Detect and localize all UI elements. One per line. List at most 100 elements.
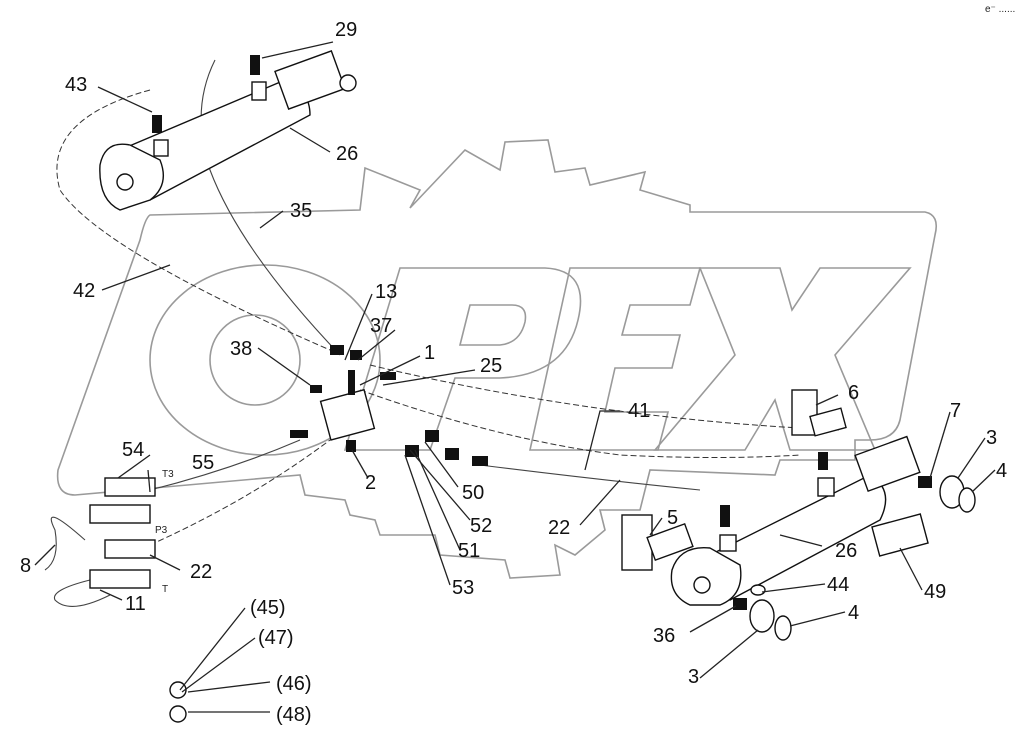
hose-long	[369, 364, 841, 431]
watermark-letter-o	[149, 264, 381, 456]
dust-cap-chain-11	[53, 579, 111, 607]
nut-36	[733, 598, 747, 610]
fitting-1	[348, 370, 355, 395]
hose-22-right	[479, 464, 701, 491]
hose-55	[149, 439, 301, 491]
quick-couplers	[89, 477, 156, 589]
fitting-38	[310, 385, 322, 393]
fitting-13	[330, 345, 344, 355]
callout-26-upper: 26	[336, 143, 358, 165]
valve-block-body	[319, 388, 376, 441]
callout-37: 37	[370, 315, 392, 337]
port-boss-top	[251, 81, 267, 101]
callout-41: 41	[628, 400, 650, 422]
o-ring-48	[169, 705, 187, 723]
callout-22-right: 22	[548, 517, 570, 539]
callout-51: 51	[458, 540, 480, 562]
port-label-t3: T3	[162, 469, 174, 480]
fitting-29	[250, 55, 260, 75]
callout-49: 49	[924, 581, 946, 603]
washer-3b	[749, 599, 775, 633]
leader-lines	[34, 41, 996, 713]
fitting-44	[750, 584, 766, 596]
callout-7: 7	[950, 400, 961, 422]
fitting-37	[350, 350, 362, 360]
callout-13: 13	[375, 281, 397, 303]
callout-2: 2	[365, 472, 376, 494]
coupler-11	[89, 569, 151, 589]
fitting-lower-mid	[720, 505, 730, 527]
callout-38: 38	[230, 338, 252, 360]
callout-43: 43	[65, 74, 87, 96]
cylinder-upper-rod-eye	[274, 50, 346, 110]
dust-cap-chain-8	[44, 516, 86, 571]
fitting-52	[405, 445, 419, 457]
fitting-51	[445, 448, 459, 460]
callout-55: 55	[192, 452, 214, 474]
callout-25: 25	[480, 355, 502, 377]
callout-42: 42	[73, 280, 95, 302]
decal-49	[871, 513, 929, 557]
callout-6: 6	[848, 382, 859, 404]
callout-48: (48)	[276, 704, 312, 726]
cylinder-lower	[621, 389, 976, 641]
callout-labels: 29 43 26 35 42 13 37 38 1 25 6 41 7 3 54…	[20, 4, 1015, 726]
watermark-letter-o-inner	[209, 314, 301, 406]
coupler-p3	[89, 504, 151, 524]
callout-47: (47)	[258, 627, 294, 649]
hose-22-left	[149, 439, 331, 546]
bracket-5	[621, 514, 653, 571]
callout-3-upper: 3	[986, 427, 997, 449]
corner-mark: e⁻ ......	[985, 4, 1015, 15]
cylinder-upper	[99, 50, 357, 211]
nut-7	[918, 476, 932, 488]
gear-outline	[56, 139, 938, 579]
coupler-22	[104, 539, 156, 559]
port-boss-lower-2	[719, 534, 737, 552]
cylinder-lower-clevis	[670, 546, 742, 606]
callout-45: (45)	[250, 597, 286, 619]
fitting-43	[152, 115, 162, 133]
watermark-letter-p	[343, 267, 582, 451]
callout-29: 29	[335, 19, 357, 41]
callout-26-lower: 26	[835, 540, 857, 562]
callout-54: 54	[122, 439, 144, 461]
hose-35	[200, 59, 341, 356]
callout-52: 52	[470, 515, 492, 537]
hose-41	[359, 389, 801, 458]
callout-44: 44	[827, 574, 849, 596]
fitting-lower-top	[818, 452, 828, 470]
clip-4a	[958, 487, 976, 513]
port-boss-lower	[817, 477, 835, 497]
port-label-t: T	[162, 584, 168, 595]
callout-3-lower: 3	[688, 666, 699, 688]
callout-8: 8	[20, 555, 31, 577]
fitting-left	[290, 430, 308, 438]
callout-46: (46)	[276, 673, 312, 695]
callout-50: 50	[462, 482, 484, 504]
callout-11: 11	[125, 593, 146, 615]
callout-36: 36	[653, 625, 675, 647]
callout-4-upper: 4	[996, 460, 1007, 482]
opex-watermark	[56, 139, 938, 579]
clip-4b	[774, 615, 792, 641]
clevis-pin-lower	[693, 576, 711, 594]
coupler-54	[104, 477, 156, 497]
callout-53: 53	[452, 577, 474, 599]
fitting-25	[380, 372, 396, 380]
port-label-p3: P3	[155, 525, 168, 536]
fitting-53	[472, 456, 488, 466]
pin-5	[646, 522, 694, 562]
pin-6	[809, 407, 847, 437]
callout-22-left: 22	[190, 561, 212, 583]
hose-lines	[44, 59, 841, 607]
rod-eye-pin	[339, 74, 357, 92]
valve-block	[290, 345, 488, 466]
callout-5: 5	[667, 507, 678, 529]
callout-4-lower: 4	[848, 602, 859, 624]
callout-35: 35	[290, 200, 312, 222]
cylinder-lower-rod-eye	[854, 435, 921, 492]
o-ring-46	[169, 681, 187, 699]
